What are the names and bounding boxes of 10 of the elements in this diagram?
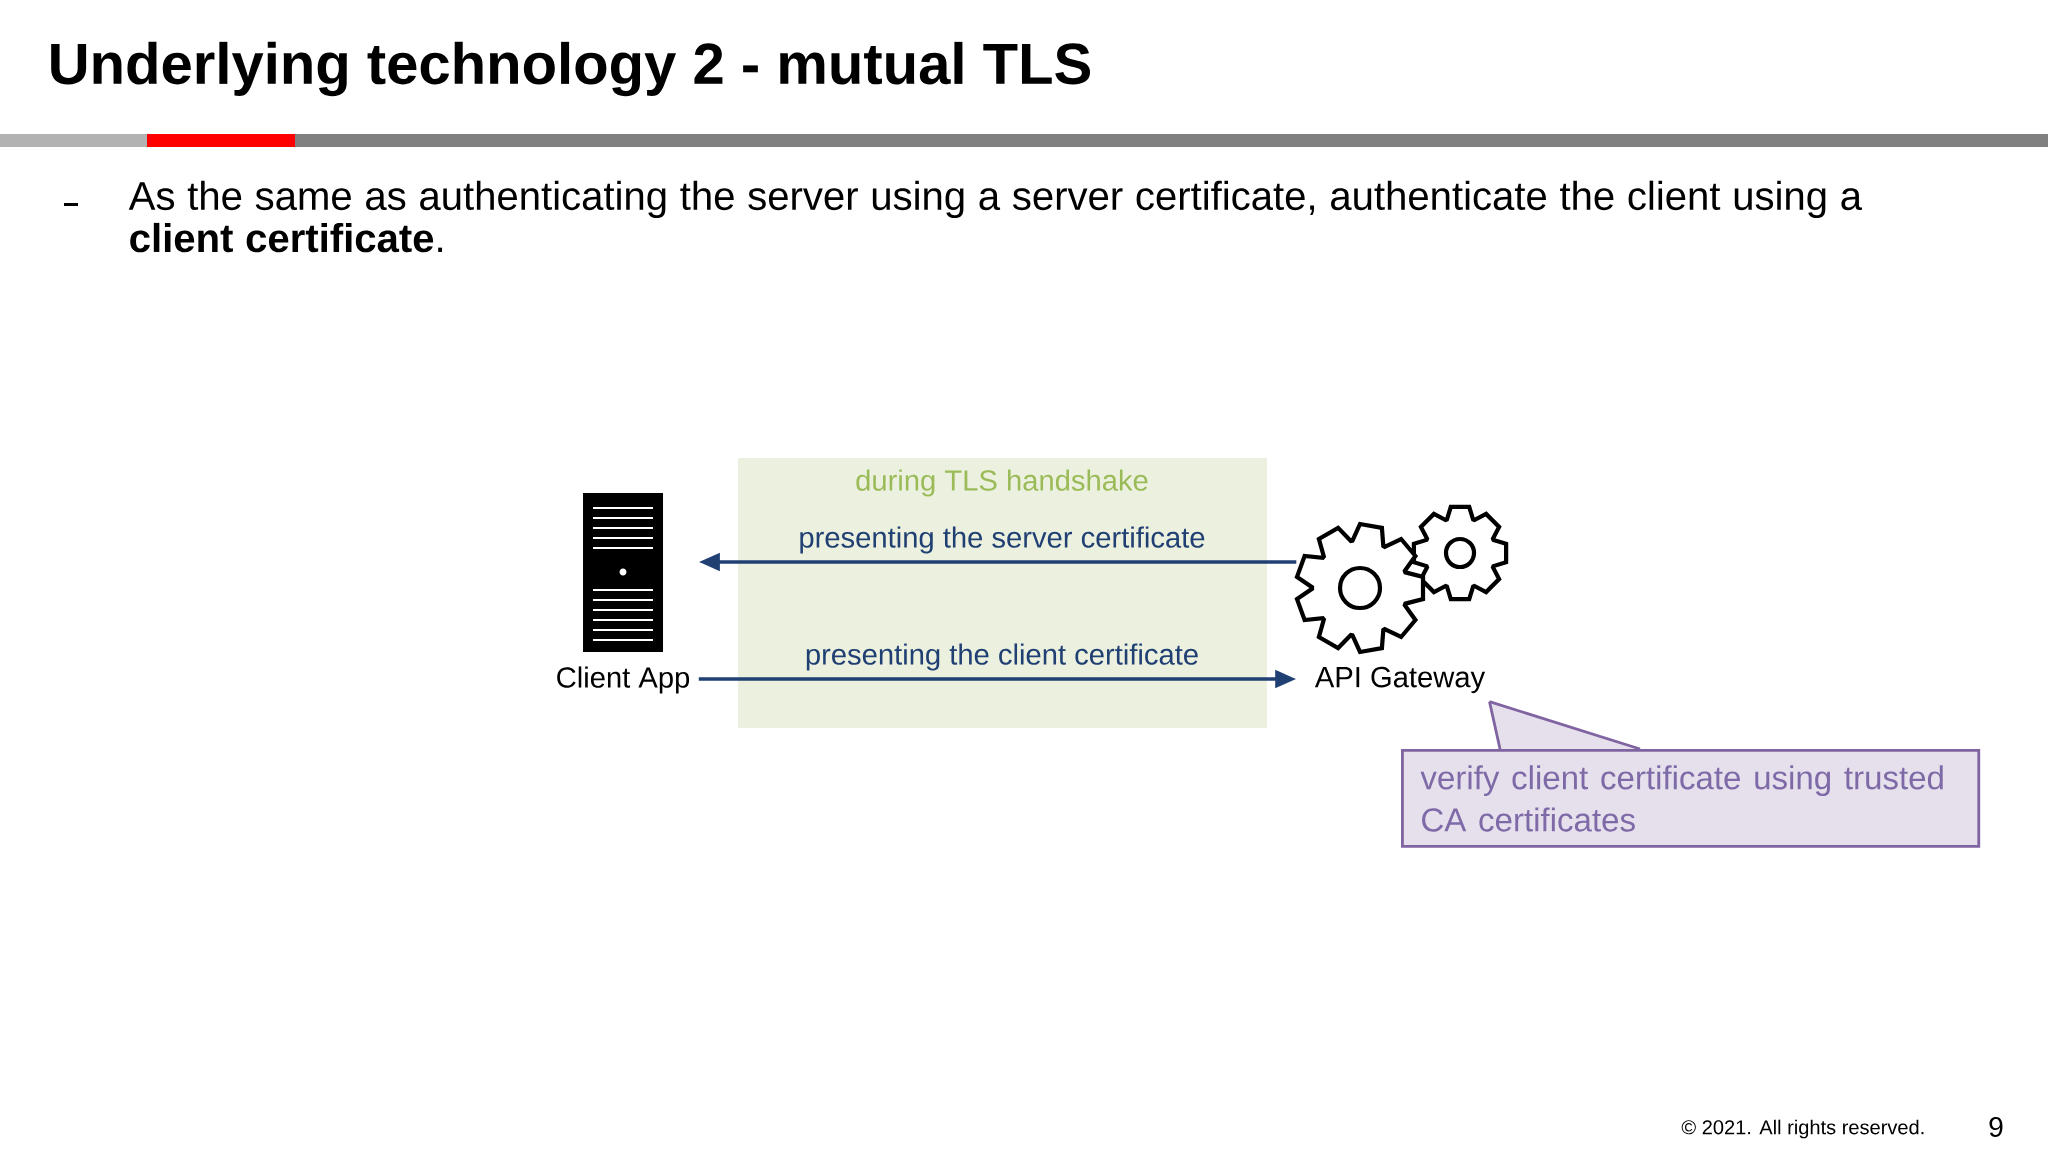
page-number: 9	[1989, 1117, 2003, 1137]
edge-label: presenting the client certificate	[801, 639, 1203, 675]
copyright-note: © 2021. All rights reserved.	[1681, 1119, 1924, 1139]
band-heading: during TLS handshake	[856, 469, 1148, 497]
slide-title: Underlying technology 2 - mutual TLS	[51, 41, 1090, 97]
edge-label: presenting the server certificate	[794, 522, 1210, 558]
bullet-text: As the same as authenticating the server using a server certificate, authenticate the client using a client certificate.	[128, 180, 1862, 253]
node-label: API Gateway	[1314, 666, 1486, 694]
leader-line	[1488, 701, 1502, 750]
node-label: Client App	[557, 666, 690, 694]
